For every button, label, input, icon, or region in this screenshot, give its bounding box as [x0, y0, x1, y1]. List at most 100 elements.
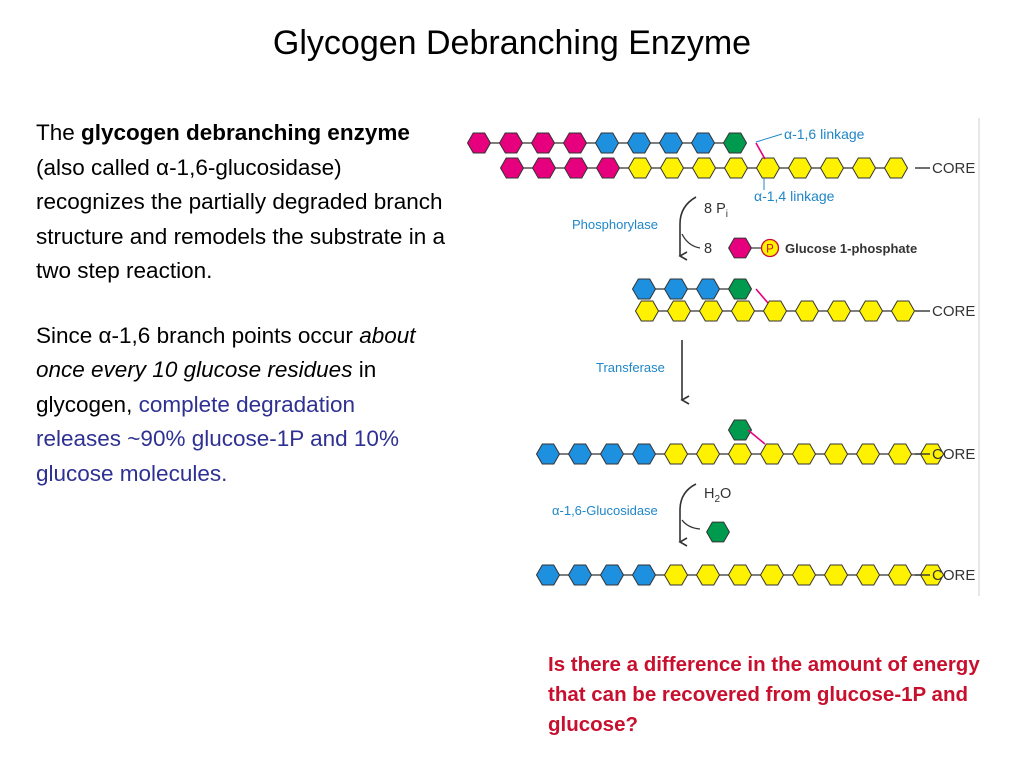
core-3-residue [759, 443, 785, 465]
p1-pre: The [36, 120, 82, 145]
core-3-residue [791, 443, 817, 465]
core-1-residue [755, 157, 781, 179]
transferase-label: Transferase [596, 360, 665, 375]
core-2-residue [634, 300, 660, 322]
core-2-residue [762, 300, 788, 322]
core-3-residue [823, 443, 849, 465]
core-1-residue [787, 157, 813, 179]
alpha14-linkage-label: α-1,4 linkage [754, 188, 835, 204]
core-1-residue [851, 157, 877, 179]
paragraph-1: The glycogen debranching enzyme (also ca… [36, 116, 446, 289]
core-labels: CORE CORE CORE CORE [915, 160, 975, 584]
glucose-1-phosphate-label: Glucose 1-phosphate [785, 241, 917, 256]
branch-1-residue [498, 132, 524, 154]
alpha16-branch-link-1 [755, 142, 766, 160]
core-3-residue [695, 443, 721, 465]
question-text: Is there a difference in the amount of e… [548, 653, 980, 736]
product-count: 8 [704, 241, 712, 257]
branch-2-residue [663, 278, 689, 300]
core-4-residue [791, 564, 817, 586]
core-1-residue [691, 157, 717, 179]
alpha16-branch-link-3 [747, 429, 766, 445]
core-2-residue [890, 300, 916, 322]
paragraph-2: Since α-1,6 branch points occur about on… [36, 319, 446, 492]
core-4-residue [727, 564, 753, 586]
core-1-residue [723, 157, 749, 179]
core-3-residue [855, 443, 881, 465]
core-4-residue [695, 564, 721, 586]
branch-1-residue [690, 132, 716, 154]
a16-leader [755, 133, 783, 143]
core-1-residue [659, 157, 685, 179]
branch-2-residue [695, 278, 721, 300]
core-2-residue [858, 300, 884, 322]
core-4-residue [823, 564, 849, 586]
core-4-residue [567, 564, 593, 586]
branch-1-residue [626, 132, 652, 154]
core-3-residue [535, 443, 561, 465]
core-2-residue [666, 300, 692, 322]
step-phosphorylase: Phosphorylase 8 Pi 8 P Glucose 1-phospha… [572, 196, 917, 261]
core-label-2: CORE [932, 303, 975, 320]
core-3-residue [663, 443, 689, 465]
slide-title: Glycogen Debranching Enzyme [272, 24, 752, 62]
step-glucosidase: α-1,6-Glucosidase H2O [552, 483, 731, 547]
core-3-residue [631, 443, 657, 465]
branch-3-residue [727, 419, 753, 441]
core-label-3: CORE [932, 446, 975, 463]
core-1-residue [883, 157, 909, 179]
p2-italic: about once every 10 glucose residues [36, 322, 416, 383]
core-1-residue [563, 157, 589, 179]
core-3-residue [727, 443, 753, 465]
core-2-residue [730, 300, 756, 322]
core-4-residue [855, 564, 881, 586]
body-text: The glycogen debranching enzyme (also ca… [36, 116, 446, 521]
step3-arrow [678, 483, 697, 547]
core-label-4: CORE [932, 567, 975, 584]
core-1-residue [531, 157, 557, 179]
core-4-residue [663, 564, 689, 586]
p2-mid: in glycogen, [36, 357, 377, 417]
core-1-residue [595, 157, 621, 179]
glucosidase-label: α-1,6-Glucosidase [552, 503, 658, 518]
step1-arrow [678, 196, 697, 261]
p2-pre: Since α-1,6 branch points occur [36, 322, 360, 348]
p2-conclusion: complete degradation releases ~90% gluco… [36, 391, 399, 486]
core-4-residue [631, 564, 657, 586]
core-1-residue [499, 157, 525, 179]
branch-2-residue [631, 278, 657, 300]
core-label-1: CORE [932, 160, 975, 177]
branch-1-residue [530, 132, 556, 154]
core-2-residue [794, 300, 820, 322]
branch-1-residue [562, 132, 588, 154]
core-3-residue [599, 443, 625, 465]
core-1-residue [627, 157, 653, 179]
phosphate-glyph: P [766, 244, 774, 256]
core-4-residue [599, 564, 625, 586]
core-4-residue [759, 564, 785, 586]
core-2-residue [698, 300, 724, 322]
core-1-residue [819, 157, 845, 179]
alpha16-branch-link-2 [755, 288, 769, 304]
phosphate-circle [760, 238, 780, 258]
core-4-residue [887, 564, 913, 586]
branch-1-residue [594, 132, 620, 154]
branch-1-residue [722, 132, 748, 154]
branch-2-residue [727, 278, 753, 300]
phosphorylase-label: Phosphorylase [572, 217, 658, 232]
glycogen-chains [466, 132, 945, 586]
p1-post: (also called α-1,6-glucosidase) recogniz… [36, 154, 445, 284]
step1-branch-curve [681, 233, 701, 249]
core-3-residue [567, 443, 593, 465]
p1-bold-term: glycogen debranching enzyme [81, 120, 410, 145]
free-glucose-residue [706, 521, 730, 543]
branch-1-residue [466, 132, 492, 154]
alpha16-linkage-label: α-1,6 linkage [784, 126, 865, 142]
core-4-residue [535, 564, 561, 586]
core-3-residue [887, 443, 913, 465]
core-2-residue [826, 300, 852, 322]
branch-1-residue [658, 132, 684, 154]
released-glucose-residue [728, 237, 752, 259]
water-input: H2O [704, 486, 731, 505]
debranching-diagram: α-1,6 linkage α-1,4 linkage CORE CORE CO… [466, 118, 980, 596]
